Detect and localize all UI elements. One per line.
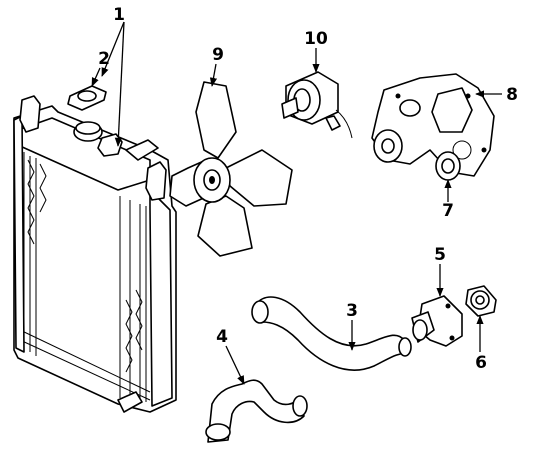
thermostat-housing xyxy=(411,295,463,347)
callout-labels: 1 2 3 4 5 6 7 8 9 10 xyxy=(98,5,518,373)
callout-5: 5 xyxy=(434,245,446,265)
leader-2 xyxy=(91,67,101,87)
callout-1: 1 xyxy=(113,5,125,25)
callout-2: 2 xyxy=(98,49,110,69)
thermostat xyxy=(465,285,497,317)
leader-9 xyxy=(209,63,218,87)
callout-6: 6 xyxy=(475,353,487,373)
pump-gasket xyxy=(435,151,461,181)
upper-hose xyxy=(251,296,412,371)
leader-1a xyxy=(101,21,125,77)
callout-4: 4 xyxy=(216,327,228,347)
callout-8: 8 xyxy=(506,85,518,105)
leader-4 xyxy=(225,345,245,385)
callout-10: 10 xyxy=(304,29,328,49)
leader-1b xyxy=(114,21,125,147)
leader-lines xyxy=(91,21,502,385)
callout-3: 3 xyxy=(346,301,358,321)
callout-7: 7 xyxy=(442,201,454,221)
fan-motor xyxy=(281,71,353,139)
lower-hose xyxy=(205,379,308,443)
radiator-core-fins xyxy=(19,152,151,402)
radiator-cap xyxy=(67,85,107,111)
fan-blade xyxy=(169,81,293,257)
radiator xyxy=(13,95,177,413)
water-pump xyxy=(371,73,495,177)
callout-9: 9 xyxy=(212,45,224,65)
